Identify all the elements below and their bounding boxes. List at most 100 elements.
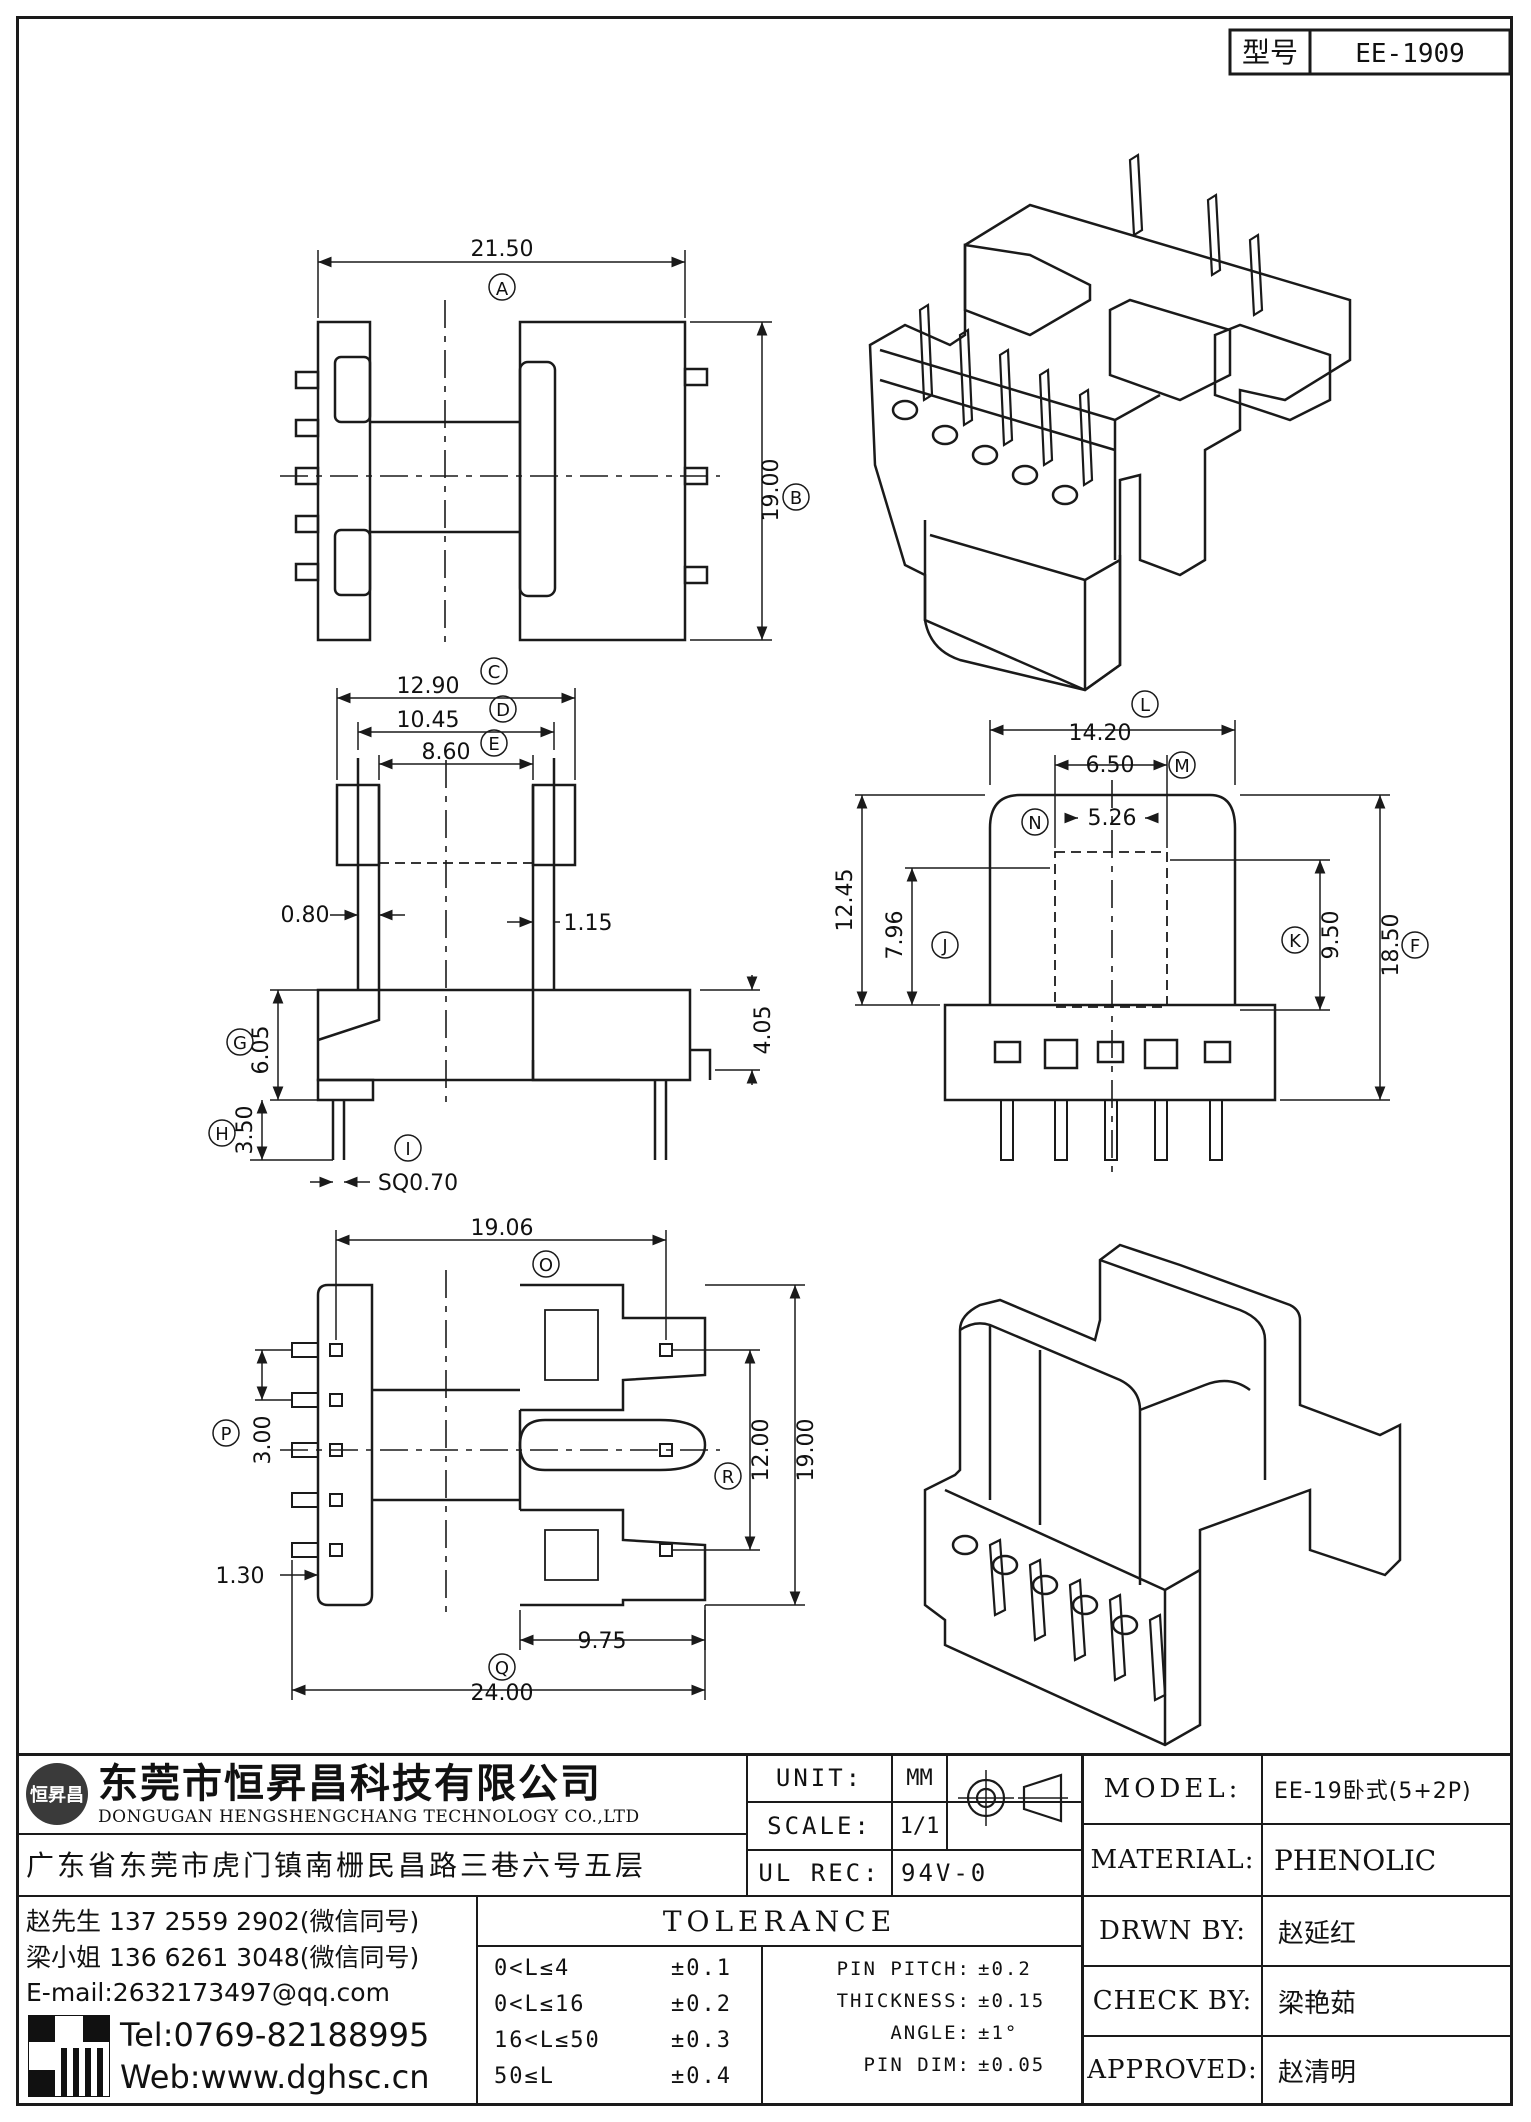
ul-rec-value: 94V-0 xyxy=(901,1859,989,1887)
spec-value-4: ±0.05 xyxy=(978,2054,1046,2076)
dim-n-value: 5.26 xyxy=(1088,806,1137,831)
contact-tel: Tel:0769-82188995 xyxy=(120,2016,430,2054)
dim-p-tag: P xyxy=(221,1424,232,1445)
dim-q-tag: Q xyxy=(495,1658,509,1679)
material-value: PHENOLIC xyxy=(1274,1843,1437,1877)
dim-right-gap: 1.15 xyxy=(564,911,613,936)
model-value: EE-19卧式(5+2P) xyxy=(1274,1779,1472,1804)
dim-m-tag: M xyxy=(1174,756,1190,777)
dim-d-tag: D xyxy=(496,700,510,721)
projection-symbol xyxy=(958,1770,1068,1826)
spec-value-1: ±0.2 xyxy=(978,1958,1032,1980)
dim-b-value: 19.00 xyxy=(759,459,784,522)
dim-base-height: 4.05 xyxy=(751,1006,776,1055)
model-label: MODEL: xyxy=(1103,1774,1242,1804)
part-number-label: 型号 xyxy=(1242,36,1298,69)
dim-g-value: 6.05 xyxy=(249,1026,274,1075)
contact-line-1: 赵先生 137 2559 2902(微信同号) xyxy=(26,1907,420,1936)
drawing-frame xyxy=(16,16,1513,2106)
dim-a-tag: A xyxy=(496,279,509,300)
dim-e-value: 8.60 xyxy=(422,740,471,765)
ul-rec-label: UL REC: xyxy=(758,1859,881,1887)
tol-range-1: 0<L≤4 xyxy=(494,1955,571,1981)
scale-label: SCALE: xyxy=(767,1812,872,1840)
dim-h-value: 3.50 xyxy=(233,1106,258,1155)
company-name-cn: 东莞市恒昇昌科技有限公司 xyxy=(98,1761,602,1807)
dim-q-value: 24.00 xyxy=(471,1681,534,1706)
tol-value-1: ±0.1 xyxy=(671,1955,732,1981)
dim-e-tag: E xyxy=(488,734,499,755)
dim-j-value: 7.96 xyxy=(883,911,908,960)
isometric-view-bottom xyxy=(923,1243,1402,1747)
check-by-label: CHECK BY: xyxy=(1092,1986,1253,2016)
dim-g-tag: G xyxy=(233,1033,247,1054)
spec-label-1: PIN PITCH: xyxy=(836,1958,971,1980)
company-logo-text: 恒昇昌 xyxy=(30,1785,84,1806)
tol-value-4: ±0.4 xyxy=(671,2063,732,2089)
dim-m-value: 6.50 xyxy=(1086,753,1135,778)
dim-p-value: 3.00 xyxy=(251,1416,276,1465)
dim-o-tag: O xyxy=(539,1255,553,1276)
spec-value-2: ±0.15 xyxy=(978,1990,1046,2012)
dim-l-value: 14.20 xyxy=(1069,721,1132,746)
dim-f-tag: F xyxy=(1410,936,1420,957)
contact-email: E-mail:2632173497@qq.com xyxy=(26,1977,390,2007)
technical-drawing: 型号 EE-1909 21.50 A xyxy=(208,28,1512,1747)
dim-k-value: 9.50 xyxy=(1319,911,1344,960)
spec-label-4: PIN DIM: xyxy=(863,2054,971,2076)
dim-r-tag: R xyxy=(722,1467,735,1488)
dim-o-value: 19.06 xyxy=(471,1216,534,1241)
part-number-box: 型号 EE-1909 xyxy=(1228,28,1512,76)
dim-f-value: 18.50 xyxy=(1379,914,1404,977)
dim-j-tag: J xyxy=(941,936,947,957)
dim-height-total: 12.45 xyxy=(833,869,858,932)
dim-a-value: 21.50 xyxy=(471,237,534,262)
dim-n-tag: N xyxy=(1028,813,1041,834)
tolerance-title: TOLERANCE xyxy=(662,1904,897,1938)
qr-code xyxy=(28,2015,110,2097)
spec-label-2: THICKNESS: xyxy=(836,1990,971,2012)
drawn-by-label: DRWN BY: xyxy=(1099,1916,1246,1946)
dim-r-value: 12.00 xyxy=(749,1419,774,1482)
company-logo: 恒昇昌 xyxy=(26,1763,88,1825)
spec-label-3: ANGLE: xyxy=(890,2022,971,2044)
dim-left-gap: 0.80 xyxy=(281,903,330,928)
dim-h-tag: H xyxy=(215,1124,229,1145)
dim-c-tag: C xyxy=(488,662,501,683)
drawn-by-value: 赵延红 xyxy=(1278,1918,1357,1949)
approved-value: 赵清明 xyxy=(1278,2057,1357,2088)
approved-label: APPROVED: xyxy=(1087,2055,1258,2085)
tol-range-3: 16<L≤50 xyxy=(494,2027,601,2053)
dim-c-value: 12.90 xyxy=(397,674,460,699)
dim-pin-square: SQ0.70 xyxy=(378,1171,458,1196)
tol-range-4: 50≤L xyxy=(494,2063,555,2089)
dim-pitch-small: 1.30 xyxy=(216,1564,265,1589)
dim-slot-width: 9.75 xyxy=(578,1629,627,1654)
dim-d-value: 10.45 xyxy=(397,708,460,733)
front-view: 12.90 C 10.45 D 8.60 E 0.80 1.15 4.05 6 xyxy=(208,657,776,1196)
dim-l-tag: L xyxy=(1140,695,1150,716)
material-label: MATERIAL: xyxy=(1090,1845,1255,1875)
dim-b-tag: B xyxy=(790,488,802,509)
company-name-en: DONGUGAN HENGSHENGCHANG TECHNOLOGY CO.,L… xyxy=(98,1807,640,1827)
bottom-view: 19.06 O 3.00 P 1.30 12.00 R 19.00 9.75 xyxy=(212,1216,819,1706)
tol-range-2: 0<L≤16 xyxy=(494,1991,586,2017)
contact-web: Web:www.dghsc.cn xyxy=(120,2058,430,2096)
title-block: 恒昇昌 东莞市恒昇昌科技有限公司 DONGUGAN HENGSHENGCHANG… xyxy=(16,1753,1513,2106)
dim-i-tag: I xyxy=(405,1139,410,1160)
scale-value: 1/1 xyxy=(899,1813,940,1839)
dim-k-tag: K xyxy=(1289,931,1302,952)
unit-label: UNIT: xyxy=(775,1764,864,1792)
unit-value: MM xyxy=(906,1765,933,1791)
side-view: 14.20 L 6.50 M N 5.26 12.45 7.96 J 9.50 … xyxy=(833,690,1429,1180)
company-address: 广东省东莞市虎门镇南栅民昌路三巷六号五层 xyxy=(26,1849,647,1882)
part-number-value: EE-1909 xyxy=(1355,39,1465,69)
spec-value-3: ±1° xyxy=(978,2022,1019,2044)
isometric-view-top xyxy=(868,153,1352,692)
dim-bottom-total-height: 19.00 xyxy=(794,1419,819,1482)
contact-line-2: 梁小姐 136 6261 3048(微信同号) xyxy=(26,1943,420,1972)
top-view: 21.50 A 19.00 B xyxy=(280,237,810,650)
tol-value-2: ±0.2 xyxy=(671,1991,732,2017)
check-by-value: 梁艳茹 xyxy=(1278,1988,1357,2019)
tol-value-3: ±0.3 xyxy=(671,2027,732,2053)
